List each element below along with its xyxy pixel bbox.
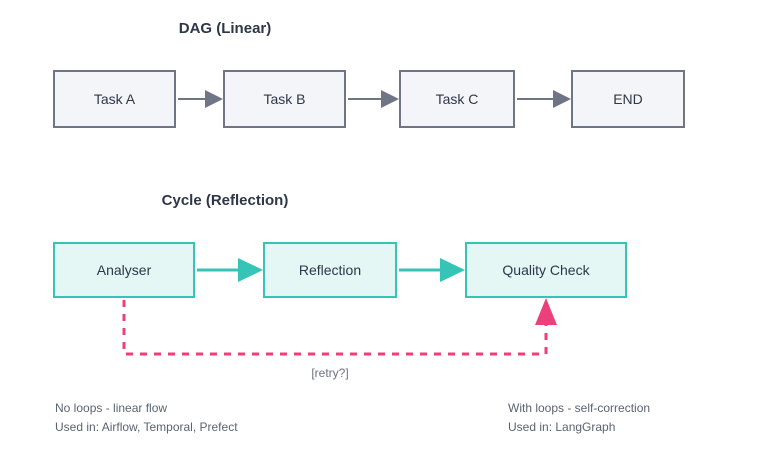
dag-node-task-b[interactable]: Task B [223,70,346,128]
cycle-connector-analyser-to-reflection [197,258,263,282]
cycle-section-title: Cycle (Reflection) [161,192,289,209]
dag-note-line-2: Used in: Airflow, Temporal, Prefect [55,420,238,434]
dag-note-line-1: No loops - linear flow [55,401,168,415]
cycle-note-line-2: Used in: LangGraph [508,420,616,434]
dag-node-task-a[interactable]: Task A [53,70,176,128]
cycle-node-reflection[interactable]: Reflection [263,242,397,298]
retry-arrowhead-icon [535,298,557,325]
dag-connector-c-to-end [517,90,571,108]
dag-node-task-c[interactable]: Task C [399,70,515,128]
dag-footer-note: No loops - linear flow Used in: Airflow,… [55,399,238,437]
cycle-note-line-1: With loops - self-correction [508,401,651,415]
cycle-node-analyser[interactable]: Analyser [53,242,195,298]
retry-edge [122,298,557,356]
retry-edge-label: [retry?] [311,366,349,380]
cycle-connector-reflection-to-quality [399,258,465,282]
dag-section-title: DAG (Linear) [178,20,272,37]
dag-node-end[interactable]: END [571,70,685,128]
cycle-node-quality-check[interactable]: Quality Check [465,242,627,298]
cycle-footer-note: With loops - self-correction Used in: La… [508,399,650,437]
dag-connector-b-to-c [348,90,399,108]
dag-connector-a-to-b [178,90,223,108]
